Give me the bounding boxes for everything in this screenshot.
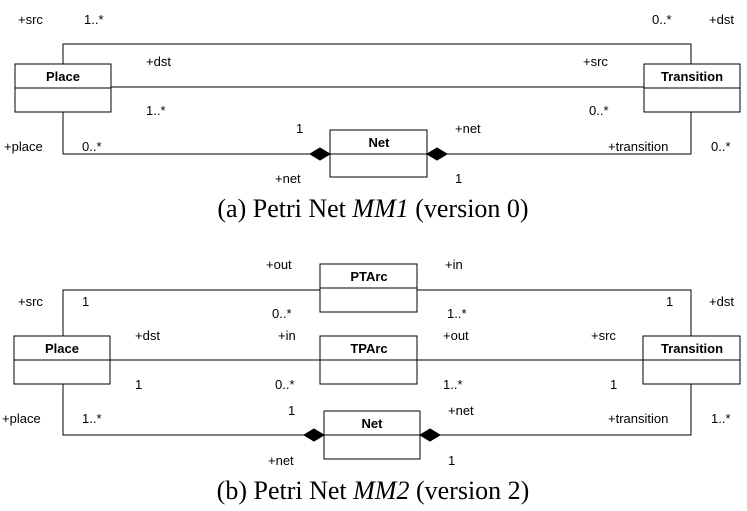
role-label: +transition <box>608 411 668 426</box>
class-transition-a: Transition <box>643 63 741 113</box>
composition-diamond-right-a <box>426 147 448 161</box>
class-name: Transition <box>661 69 723 84</box>
role-label: +transition <box>608 139 668 154</box>
composition-diamond-left-b <box>303 428 325 442</box>
class-name: Place <box>46 69 80 84</box>
role-label: +src <box>583 54 608 69</box>
composition-diamond-left-a <box>309 147 331 161</box>
caption-prefix: (a) Petri Net <box>217 194 352 223</box>
caption-b: (b) Petri Net MM2 (version 2) <box>217 476 530 505</box>
class-ptarc-b: PTArc <box>319 263 418 313</box>
multiplicity-label: 1..* <box>711 411 731 426</box>
assoc-a-top <box>62 43 692 64</box>
class-net-a: Net <box>329 129 428 178</box>
class-tparc-b: TPArc <box>319 335 418 385</box>
assoc-b-place-net <box>62 384 304 436</box>
role-label: +net <box>268 453 294 468</box>
class-name: PTArc <box>350 269 387 284</box>
multiplicity-label: 0..* <box>711 139 731 154</box>
role-label: +out <box>266 257 292 272</box>
caption-a: (a) Petri Net MM1 (version 0) <box>217 194 528 223</box>
multiplicity-label: 1 <box>610 377 617 392</box>
class-place-b: Place <box>13 335 111 385</box>
role-label: +dst <box>709 294 734 309</box>
assoc-b-top-left <box>62 289 320 336</box>
multiplicity-label: 0..* <box>589 103 609 118</box>
multiplicity-label: 1 <box>666 294 673 309</box>
diagram-a: Place Transition Net +src 1..* 0..* +dst… <box>4 12 741 223</box>
caption-model: MM1 <box>351 194 408 223</box>
assoc-a-transition-net <box>447 112 692 155</box>
role-label: +in <box>445 257 463 272</box>
class-place-a: Place <box>14 63 112 113</box>
assoc-b-top-right <box>417 289 692 336</box>
class-name: Place <box>45 341 79 356</box>
role-label: +net <box>275 171 301 186</box>
multiplicity-label: 1..* <box>82 411 102 426</box>
assoc-b-transition-net <box>440 384 692 436</box>
role-label: +src <box>18 12 43 27</box>
multiplicity-label: 1 <box>296 121 303 136</box>
multiplicity-label: 1..* <box>84 12 104 27</box>
multiplicity-label: 1 <box>82 294 89 309</box>
class-name: Transition <box>661 341 723 356</box>
multiplicity-label: 1..* <box>146 103 166 118</box>
role-label: +place <box>4 139 43 154</box>
caption-suffix: (version 0) <box>409 194 529 223</box>
composition-diamond-right-b <box>419 428 441 442</box>
multiplicity-label: 1 <box>288 403 295 418</box>
role-label: +out <box>443 328 469 343</box>
class-net-b: Net <box>323 410 421 460</box>
multiplicity-label: 0..* <box>275 377 295 392</box>
class-transition-b: Transition <box>642 335 741 385</box>
multiplicity-label: 1..* <box>443 377 463 392</box>
multiplicity-label: 1 <box>135 377 142 392</box>
role-label: +dst <box>146 54 171 69</box>
role-label: +net <box>455 121 481 136</box>
role-label: +net <box>448 403 474 418</box>
role-label: +place <box>2 411 41 426</box>
role-label: +src <box>18 294 43 309</box>
role-label: +src <box>591 328 616 343</box>
caption-model: MM2 <box>352 476 409 505</box>
diagram-b: PTArc Place TPArc Transition Net +out +i… <box>2 257 741 505</box>
class-name: TPArc <box>350 341 387 356</box>
role-label: +dst <box>135 328 160 343</box>
multiplicity-label: 1 <box>448 453 455 468</box>
multiplicity-label: 0..* <box>652 12 672 27</box>
multiplicity-label: 1 <box>455 171 462 186</box>
assoc-a-place-net <box>62 112 310 155</box>
multiplicity-label: 0..* <box>272 306 292 321</box>
multiplicity-label: 1..* <box>447 306 467 321</box>
multiplicity-label: 0..* <box>82 139 102 154</box>
class-name: Net <box>362 416 384 431</box>
role-label: +in <box>278 328 296 343</box>
caption-suffix: (version 2) <box>409 476 529 505</box>
caption-prefix: (b) Petri Net <box>217 476 353 505</box>
class-name: Net <box>369 135 391 150</box>
role-label: +dst <box>709 12 734 27</box>
